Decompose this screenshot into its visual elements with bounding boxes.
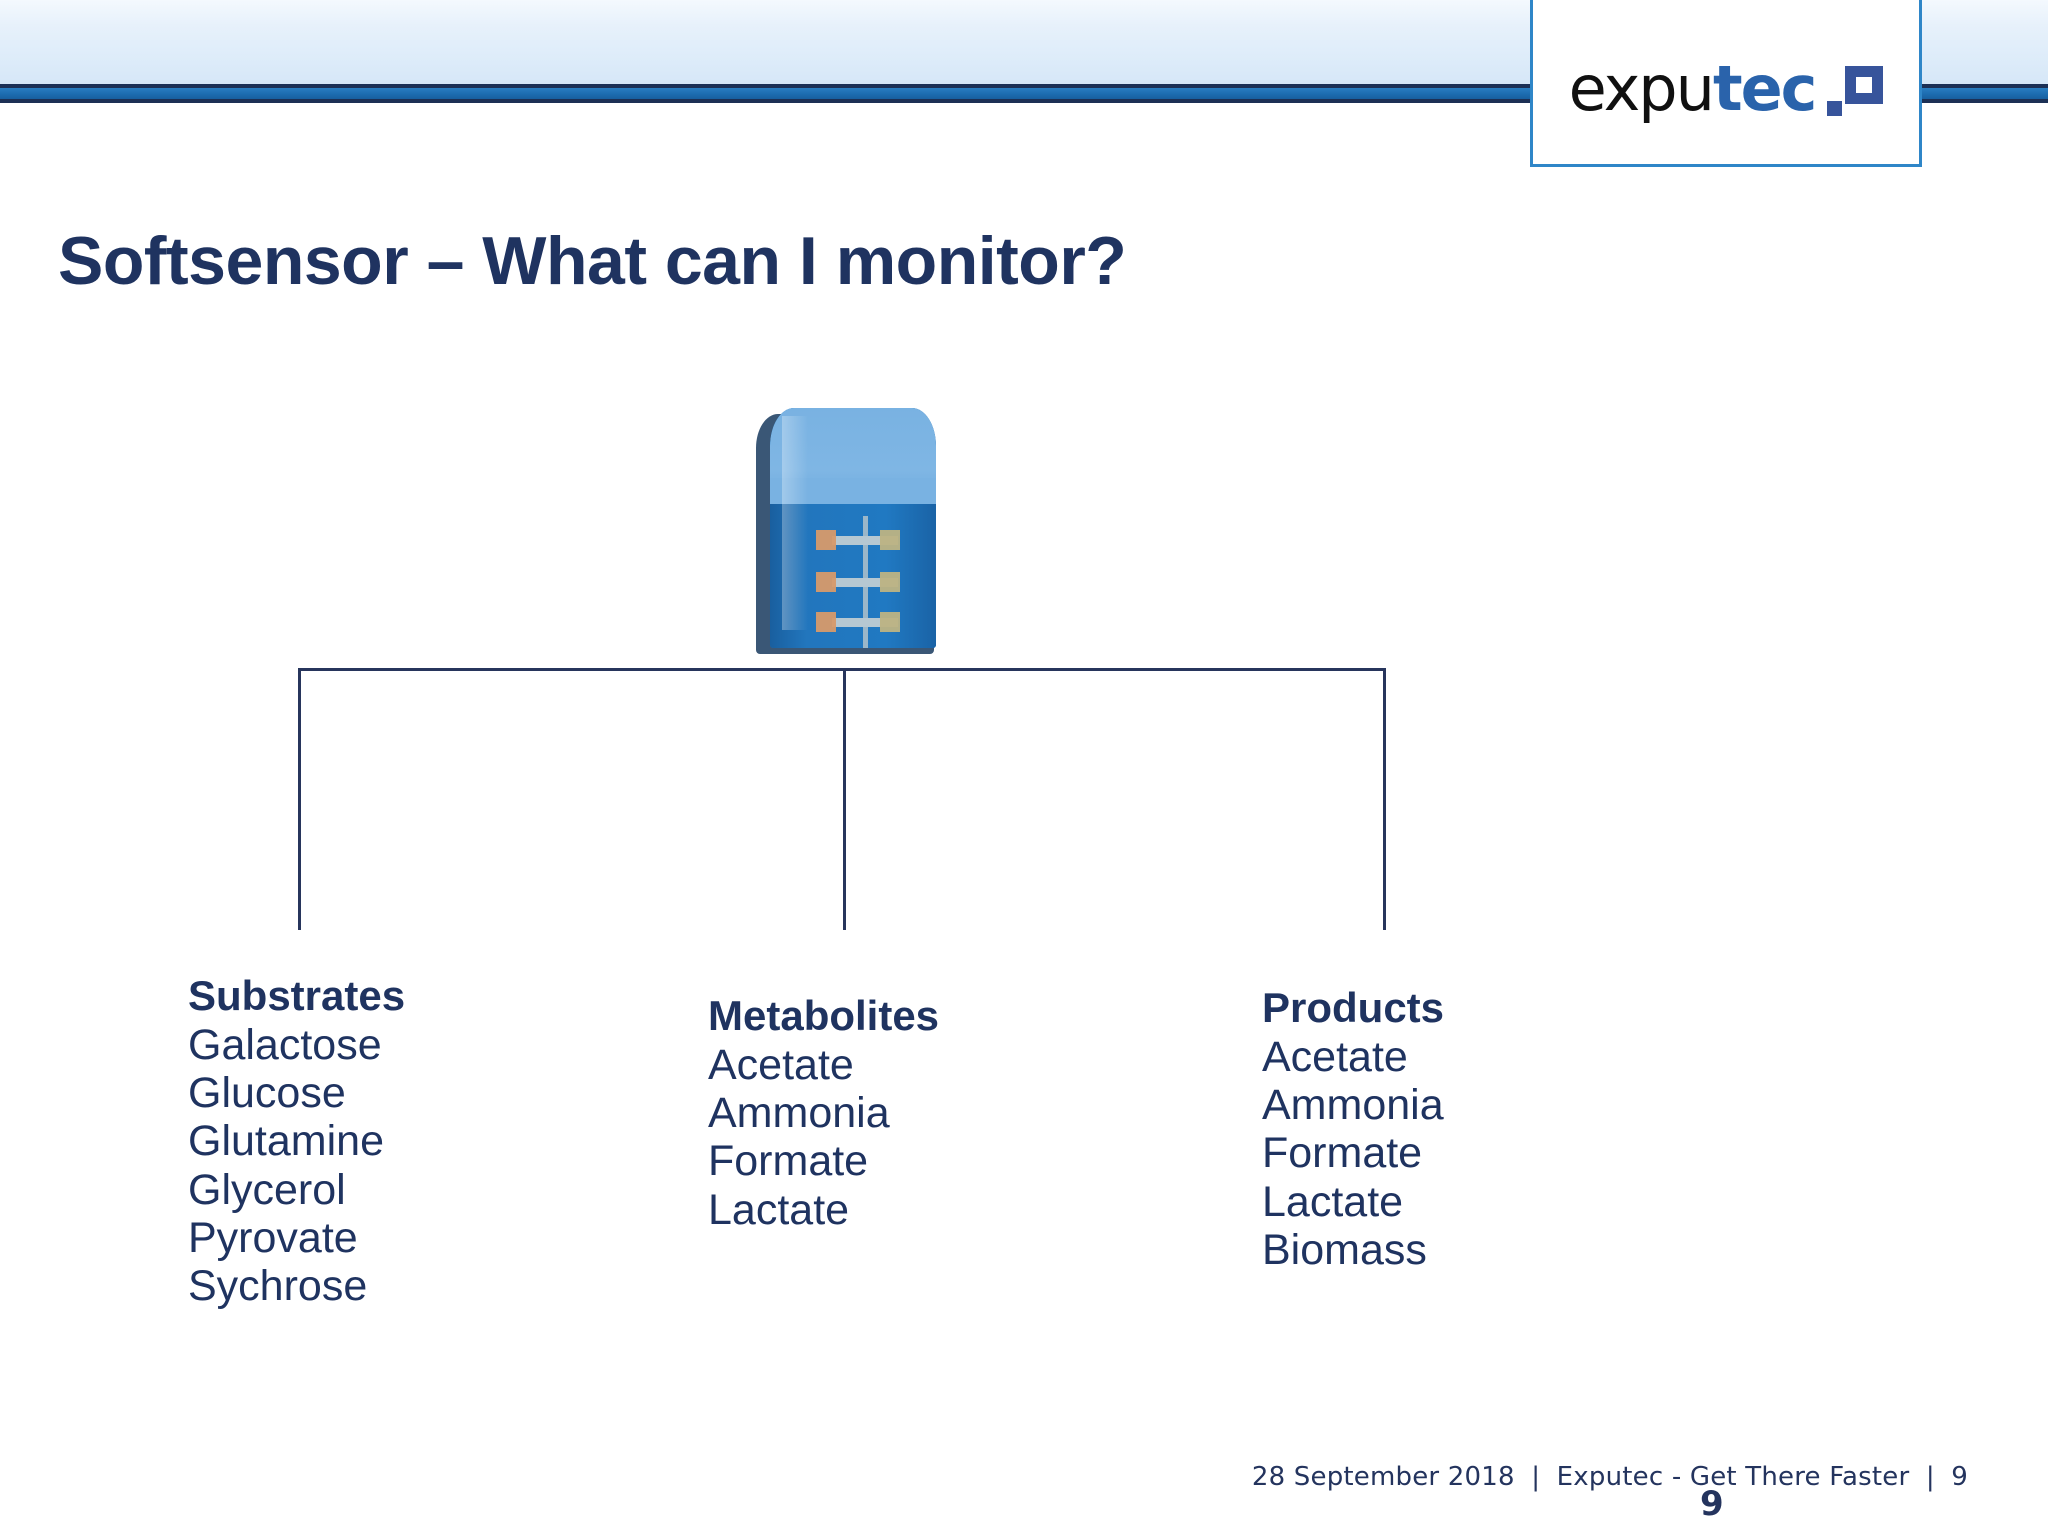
connector-horizontal-line	[298, 668, 1386, 671]
list-item: Lactate	[708, 1185, 850, 1234]
list-item: Glucose	[188, 1069, 346, 1118]
footer-separator-2: |	[1925, 1462, 1935, 1492]
footer-separator-1: |	[1531, 1462, 1541, 1492]
connector-branch-right	[1383, 668, 1386, 930]
impeller-blade-top-left	[816, 530, 836, 550]
impeller-blade-middle-left	[816, 572, 836, 592]
column-heading-metabolites: Metabolites	[708, 992, 940, 1039]
footer-tagline: Exputec - Get There Faster	[1556, 1462, 1910, 1492]
column-list-metabolites: Acetate Ammonia Formate Lactate	[708, 1041, 1128, 1234]
list-item: Ammonia	[708, 1089, 890, 1138]
column-list-products: Acetate Ammonia Formate Lactate Biomass	[1262, 1033, 1682, 1274]
bioreactor-vessel-icon	[752, 404, 944, 658]
reactor-body	[770, 408, 936, 648]
logo-text-expu: expu	[1568, 51, 1715, 125]
connector-branch-center	[843, 668, 846, 930]
list-item: Formate	[1262, 1129, 1423, 1178]
list-item: Lactate	[1262, 1177, 1404, 1226]
logo-inner: exputec	[1533, 0, 1919, 164]
list-item: Glutamine	[188, 1117, 384, 1166]
list-item: Ammonia	[1262, 1081, 1444, 1130]
column-metabolites: Metabolites Acetate Ammonia Formate Lact…	[708, 992, 1128, 1234]
list-item: Biomass	[1262, 1225, 1427, 1274]
logo-box: exputec	[1530, 0, 1922, 167]
list-item: Pyrovate	[188, 1213, 358, 1262]
reactor-gloss-highlight	[782, 416, 808, 630]
page-title: Softsensor – What can I monitor?	[58, 223, 1127, 299]
page-number: 9	[1700, 1484, 1724, 1524]
slide-footer: 28 September 2018 | Exputec - Get There …	[1252, 1462, 1968, 1492]
footer-slide-number: 9	[1951, 1462, 1968, 1492]
list-item: Acetate	[708, 1041, 854, 1090]
square-dot-mark-icon	[1825, 66, 1884, 118]
mark-square-inner	[1856, 77, 1873, 94]
column-heading-substrates: Substrates	[188, 972, 406, 1019]
impeller-arm-middle	[832, 578, 898, 587]
header-rule-top	[0, 84, 2048, 88]
impeller-arm-top	[832, 536, 898, 545]
impeller-blade-middle-right	[880, 572, 900, 592]
impeller-blade-bottom-right	[880, 612, 900, 632]
header-rule-bar	[0, 88, 2048, 99]
footer-date: 28 September 2018	[1251, 1462, 1515, 1492]
column-list-substrates: Galactose Glucose Glutamine Glycerol Pyr…	[188, 1021, 608, 1310]
impeller-arm-bottom	[832, 618, 898, 627]
impeller-blade-bottom-left	[816, 612, 836, 632]
list-item: Glycerol	[188, 1165, 346, 1214]
mark-square-dot	[1827, 101, 1843, 117]
list-item: Formate	[708, 1137, 869, 1186]
header-rule-bottom	[0, 99, 2048, 103]
logo-text-tec: tec	[1712, 51, 1817, 125]
exputec-logo: exputec	[1569, 57, 1884, 120]
list-item: Sychrose	[188, 1261, 368, 1310]
list-item: Acetate	[1262, 1033, 1408, 1082]
list-item: Galactose	[188, 1021, 382, 1070]
impeller-blade-top-right	[880, 530, 900, 550]
connector-branch-left	[298, 668, 301, 930]
column-substrates: Substrates Galactose Glucose Glutamine G…	[188, 972, 608, 1310]
column-products: Products Acetate Ammonia Formate Lactate…	[1262, 984, 1682, 1274]
column-heading-products: Products	[1262, 984, 1445, 1031]
